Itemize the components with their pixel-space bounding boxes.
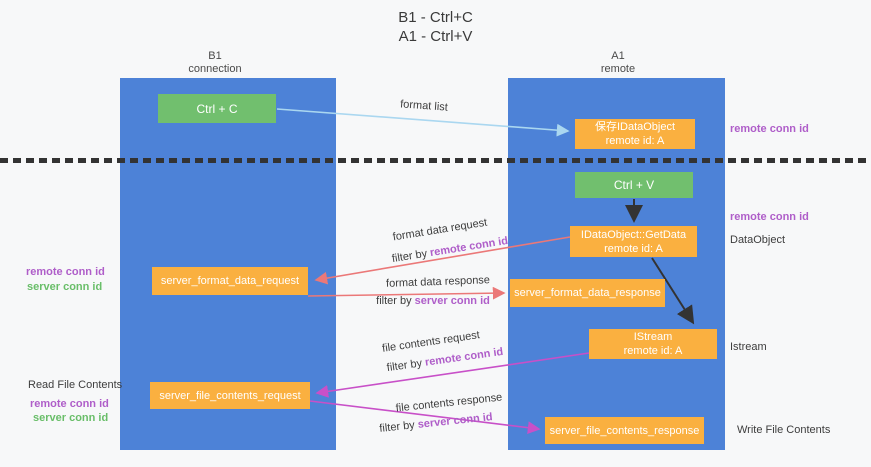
node-server-format-data-response-label: server_format_data_response <box>514 287 661 299</box>
diagram-title: B1 - Ctrl+C A1 - Ctrl+V <box>0 8 871 46</box>
right-column-name: A1 <box>611 50 625 62</box>
node-ctrl-v: Ctrl + V <box>575 172 693 198</box>
annotation-read-file-contents: Read File Contents <box>28 379 123 391</box>
node-ctrl-c-label: Ctrl + C <box>196 101 238 116</box>
label-file-contents-response-filter: filter by server conn id <box>379 411 493 435</box>
right-column-role: remote <box>600 63 636 75</box>
annotation-remote-conn-id-top: remote conn id <box>730 123 809 135</box>
node-server-format-data-response: server_format_data_response <box>510 279 665 307</box>
node-server-file-contents-response: server_file_contents_response <box>545 417 704 444</box>
node-server-file-contents-request: server_file_contents_request <box>150 382 310 409</box>
title-line-1: B1 - Ctrl+C <box>398 9 473 26</box>
server-conn-id-key: server conn id <box>414 295 490 307</box>
remote-conn-id-key: remote conn id <box>429 234 509 260</box>
right-column-header: A1 remote <box>563 50 673 76</box>
left-column-name: B1 <box>208 50 222 62</box>
title-line-2: A1 - Ctrl+V <box>398 28 473 45</box>
node-save-idataobject: 保存IDataObject remote id: A <box>575 119 695 149</box>
node-idataobject-getdata: IDataObject::GetData remote id: A <box>570 226 697 257</box>
node-server-file-contents-response-label: server_file_contents_response <box>549 424 700 437</box>
filter-by-prefix: filter by <box>391 247 432 266</box>
label-format-data-response: format data response <box>385 274 491 290</box>
filter-by-prefix: filter by <box>378 418 419 435</box>
node-server-format-data-request-label: server_format_data_request <box>160 275 300 287</box>
node-istream-line2: remote id: A <box>623 345 683 357</box>
annotation-dataobject: DataObject <box>730 234 786 246</box>
node-server-file-contents-request-label: server_file_contents_request <box>159 389 301 402</box>
annotation-left-remote-conn-id-2: remote conn id <box>30 398 109 410</box>
node-ctrl-c: Ctrl + C <box>158 94 276 123</box>
node-server-format-data-request: server_format_data_request <box>152 267 308 295</box>
node-save-idataobject-line1: 保存IDataObject <box>594 121 676 133</box>
annotation-left-server-conn-id-1: server conn id <box>27 281 103 293</box>
node-save-idataobject-line2: remote id: A <box>605 135 665 147</box>
left-column-header: B1 connection <box>160 50 270 76</box>
annotation-remote-conn-id-mid: remote conn id <box>730 211 809 223</box>
label-format-list: format list <box>399 98 449 114</box>
node-idataobject-getdata-line1: IDataObject::GetData <box>580 228 687 241</box>
filter-by-prefix: filter by <box>376 295 415 307</box>
phase-divider-dashed-line <box>0 158 871 163</box>
node-ctrl-v-label: Ctrl + V <box>613 178 655 192</box>
node-istream: IStream remote id: A <box>589 329 717 359</box>
server-conn-id-key: server conn id <box>417 411 494 431</box>
label-format-data-response-filter: filter by server conn id <box>376 295 490 307</box>
annotation-left-server-conn-id-2: server conn id <box>33 412 109 424</box>
annotation-left-remote-conn-id-1: remote conn id <box>26 266 105 278</box>
remote-conn-id-key: remote conn id <box>424 345 504 369</box>
node-idataobject-getdata-line2: remote id: A <box>604 242 663 255</box>
node-istream-line1: IStream <box>633 331 673 343</box>
filter-by-prefix: filter by <box>386 356 426 375</box>
annotation-istream: Istream <box>730 341 767 353</box>
annotation-write-file-contents: Write File Contents <box>737 424 831 436</box>
left-column-role: connection <box>188 63 242 75</box>
